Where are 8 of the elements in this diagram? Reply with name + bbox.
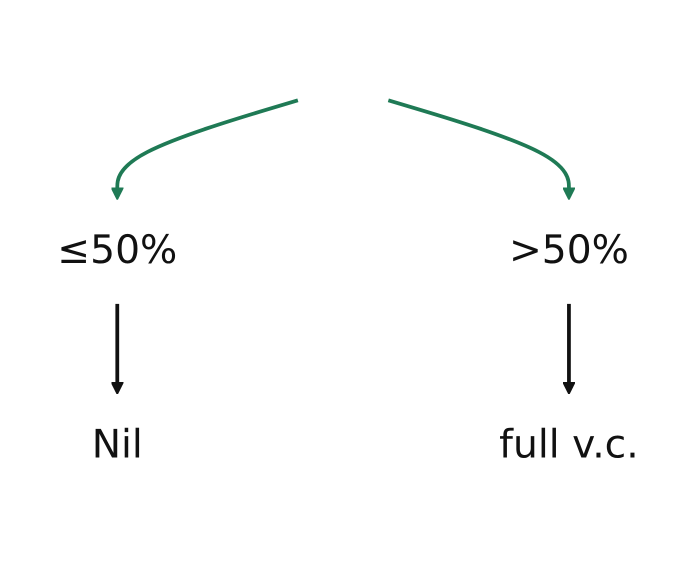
node-text: full v.c. [499, 422, 639, 468]
arrow [110, 304, 124, 395]
arrow [562, 304, 576, 395]
node-text: ≤50% [57, 228, 178, 274]
arrow [388, 98, 576, 200]
node-text: >50% [508, 228, 629, 274]
node-text: Nil [92, 422, 143, 468]
arrow [110, 98, 298, 200]
